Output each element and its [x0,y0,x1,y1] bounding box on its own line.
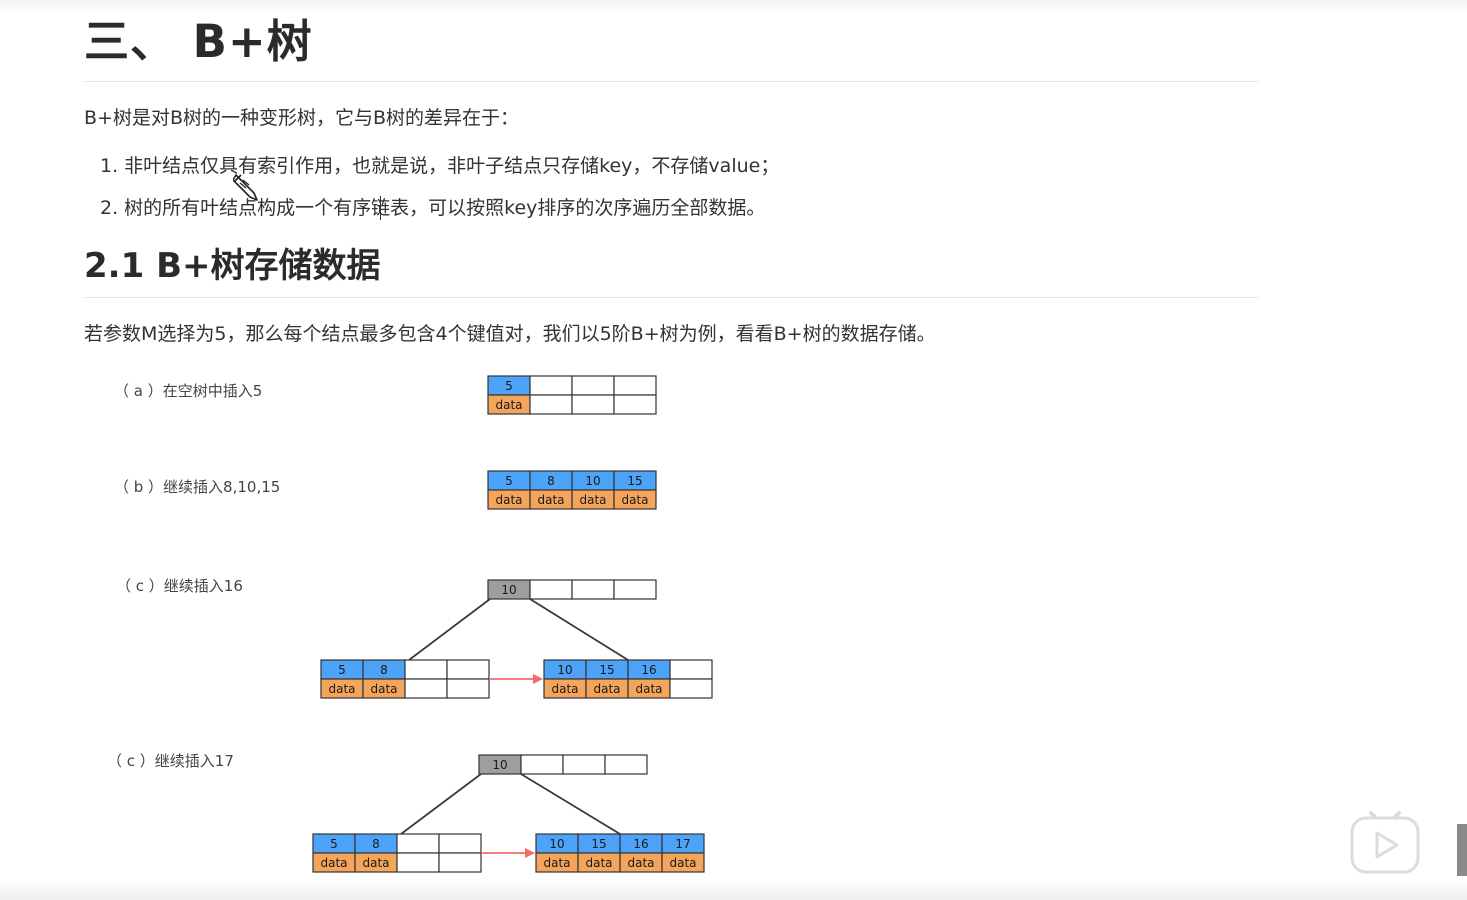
step-d-right-leaf-key-label: 10 [549,837,564,851]
step-c-right-leaf-key-label: 16 [641,663,656,677]
step-c-leaf-link-arrowhead [533,674,543,684]
step-d-leaf-link-arrowhead [525,848,535,858]
step-c-right-leaf-data-label: data [635,682,662,696]
pen-cursor-icon [232,172,261,206]
step-c-left-leaf-key-cell [404,659,448,680]
step-b-root-key-label: 10 [585,474,600,488]
step-d-caption: （ c ）继续插入17 [107,752,234,770]
step-d-right-leaf-data-cell [661,852,705,873]
step-d-right-leaf-data-label: data [669,856,696,870]
step-c-right-leaf-data-cell [669,678,713,699]
step-c-root-node-key-label: 10 [501,583,516,597]
step-d-left-leaf-key-label: 5 [330,837,338,851]
step-d-right-leaf-key-label: 16 [633,837,648,851]
step-d-root-node-key-cell [520,754,564,775]
step-b-root-key-label: 5 [505,474,513,488]
step-a-root-data-cell [529,394,573,415]
step-d-left-leaf-data-label: data [362,856,389,870]
intro-paragraph: B+树是对B树的一种变形树，它与B树的差异在于： [84,107,520,129]
step-c-root-node-key-cell [571,579,615,600]
top-shade [0,0,1467,14]
step-c-right-leaf-key-label: 15 [599,663,614,677]
step-c-left-leaf-data-cell [404,678,448,699]
step-b-root-data-label: data [579,493,606,507]
play-button[interactable] [1350,806,1420,876]
step-d-right-leaf-data-label: data [627,856,654,870]
page-title: 三、 B+树 [84,15,313,68]
step-b-root-data-cell [613,489,657,510]
step-c-right-leaf-data-label: data [551,682,578,696]
step-d-left-leaf-key-cell [438,833,482,854]
step-b-root-key-label: 15 [627,474,642,488]
step-d-right-leaf-data-label: data [585,856,612,870]
step-c-right-edge [529,598,629,661]
step-b-caption: （ b ）继续插入8,10,15 [114,478,280,496]
text-caret [380,196,381,220]
step-d-root-node-key-label: 10 [492,758,507,772]
step-c-right-leaf-key-cell [669,659,713,680]
list-item: 2. 树的所有叶结点构成一个有序链表，可以按照key排序的次序遍历全部数据。 [100,197,766,219]
step-d-left-leaf-data-label: data [320,856,347,870]
step-d-left-leaf-key-cell [396,833,440,854]
step-c-left-leaf-key-cell [446,659,490,680]
step-a-root-key-label: 5 [505,379,513,393]
step-a-root-key-cell [613,375,657,396]
list-item: 1. 非叶结点仅具有索引作用，也就是说，非叶子结点只存储key，不存储value… [100,155,780,177]
step-c-caption: （ c ）继续插入16 [116,577,243,595]
step-d-left-leaf-key-label: 8 [372,837,380,851]
section-divider [84,297,1259,298]
step-b-root-key-label: 8 [547,474,555,488]
step-c-left-leaf-data-label: data [328,682,355,696]
step-b-root-data-label: data [621,493,648,507]
step-c-left-leaf-key-label: 5 [338,663,346,677]
step-a-root-data-cell [613,394,657,415]
step-d-right-edge [520,773,621,835]
step-d-left-edge [400,773,482,835]
section-paragraph: 若参数M选择为5，那么每个结点最多包含4个键值对，我们以5阶B+树为例，看看B+… [84,323,936,345]
step-d-left-leaf-data-cell [438,852,482,873]
step-a-root-key-cell [571,375,615,396]
step-d-root-node-key-cell [562,754,606,775]
step-c-right-leaf-data-label: data [593,682,620,696]
step-c-root-node-key-cell [613,579,657,600]
scrollbar-thumb[interactable] [1457,824,1467,876]
step-c-right-leaf-key-label: 10 [557,663,572,677]
step-a-root-data-label: data [495,398,522,412]
step-a-root-data-cell [571,394,615,415]
step-b-root-data-label: data [495,493,522,507]
step-d-right-leaf-key-label: 17 [675,837,690,851]
step-b-root-data-label: data [537,493,564,507]
bottom-shade [0,878,1467,900]
step-c-root-node-key-cell [529,579,573,600]
step-c-left-leaf-data-label: data [370,682,397,696]
title-divider [84,81,1259,82]
step-d-left-leaf-data-cell [396,852,440,873]
section-title: 2.1 B+树存储数据 [84,246,381,286]
step-c-left-leaf-key-label: 8 [380,663,388,677]
step-d-root-node-key-cell [604,754,648,775]
bilibili-tv-play-icon [1350,811,1420,874]
step-d-right-leaf-key-label: 15 [591,837,606,851]
step-a-root-key-cell [529,375,573,396]
step-d-right-leaf-data-label: data [543,856,570,870]
step-c-left-edge [408,598,491,661]
step-c-left-leaf-data-cell [446,678,490,699]
step-a-caption: （ a ）在空树中插入5 [114,382,262,400]
